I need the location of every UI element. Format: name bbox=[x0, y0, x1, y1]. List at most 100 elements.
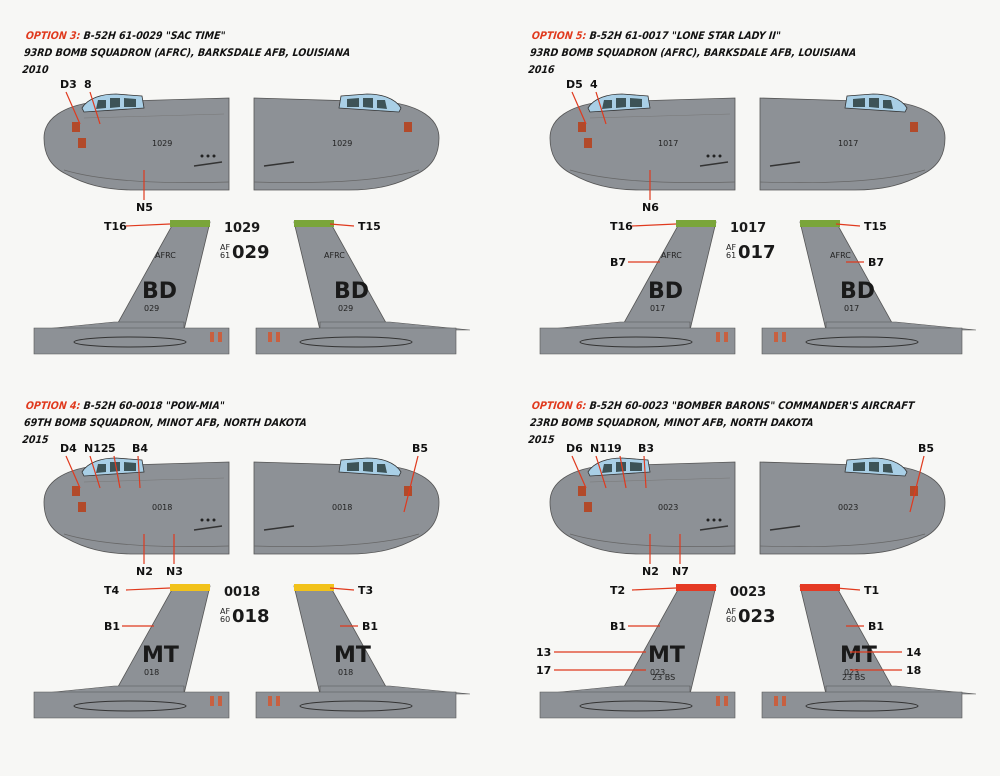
callout-label: B1 bbox=[362, 620, 378, 633]
tail-code: BD bbox=[840, 279, 875, 304]
serial-number: 023 bbox=[738, 606, 776, 627]
door-marking bbox=[404, 122, 412, 132]
tail-fin-body bbox=[293, 585, 391, 695]
callout-leader bbox=[125, 223, 171, 227]
nacelle-outline bbox=[579, 336, 693, 348]
nacelle-outline bbox=[73, 336, 187, 348]
door-marking bbox=[584, 502, 592, 512]
callout-label: T2 bbox=[610, 584, 625, 597]
panel-line bbox=[589, 477, 731, 483]
nose-number: 0023 bbox=[658, 503, 678, 512]
antenna bbox=[699, 161, 729, 167]
tail-cap-band bbox=[800, 220, 840, 227]
antenna bbox=[193, 161, 223, 167]
callout-label: T15 bbox=[358, 220, 381, 233]
strip-body bbox=[33, 691, 230, 719]
left-nose-profile: 1029 bbox=[43, 93, 230, 191]
fin-squadron: 23 BS bbox=[842, 673, 865, 682]
serial-number: 029 bbox=[232, 242, 270, 263]
callout-leader bbox=[571, 91, 587, 125]
nacelle-outline bbox=[805, 336, 919, 348]
panel-line bbox=[589, 113, 731, 119]
option-6-panel: OPTION 6: B-52H 60-0023 "BOMBER BARONS" … bbox=[528, 390, 1000, 770]
callout-label: N5 bbox=[136, 201, 153, 214]
lower-left-strip bbox=[33, 327, 230, 355]
strip-body bbox=[539, 327, 736, 355]
option-5-panel: OPTION 5: B-52H 61-0017 "LONE STAR LADY … bbox=[528, 0, 1000, 380]
serial-prefix: AF bbox=[726, 607, 736, 616]
tail-fin-body bbox=[113, 585, 211, 695]
callout-leader bbox=[835, 587, 861, 591]
panel-line bbox=[63, 169, 230, 184]
door-marking bbox=[78, 138, 86, 148]
callout-label: D3 bbox=[60, 78, 77, 91]
nacelle-outline bbox=[299, 336, 413, 348]
strip-body bbox=[539, 691, 736, 719]
option-3-panel: OPTION 3: B-52H 61-0029 "SAC TIME" 93RD … bbox=[22, 0, 514, 380]
right-nose-profile: 0023 bbox=[759, 457, 946, 555]
door-marking bbox=[72, 122, 80, 132]
nacelle-outline bbox=[299, 700, 413, 712]
nose-fuselage bbox=[253, 461, 440, 555]
vent bbox=[212, 518, 216, 522]
door-marking bbox=[72, 486, 80, 496]
fin-serial: 017 bbox=[844, 304, 859, 313]
tail-cap-band bbox=[800, 584, 840, 591]
panel-line bbox=[63, 533, 230, 548]
fin-serial: 023 bbox=[650, 668, 665, 677]
callout-label: B1 bbox=[104, 620, 120, 633]
red-marking bbox=[218, 332, 222, 342]
vent bbox=[718, 154, 722, 158]
canopy-frames bbox=[96, 98, 136, 109]
fin-serial: 018 bbox=[338, 668, 353, 677]
antenna bbox=[769, 161, 801, 167]
callout-label: T4 bbox=[104, 584, 120, 597]
antenna bbox=[263, 525, 295, 531]
callout-label: N7 bbox=[672, 565, 689, 578]
fin-unit-text: AFRC bbox=[155, 251, 176, 260]
callout-label: D6 bbox=[566, 442, 583, 455]
red-marking bbox=[716, 332, 720, 342]
panel-line bbox=[83, 477, 225, 483]
fin-serial: 018 bbox=[144, 668, 159, 677]
fin-serial: 029 bbox=[144, 304, 159, 313]
lower-left-strip bbox=[33, 691, 230, 719]
lower-right-strip bbox=[255, 691, 457, 719]
tail-number: 0018 bbox=[224, 585, 260, 600]
callout-label: B7 bbox=[610, 256, 626, 269]
nose-number: 0018 bbox=[332, 503, 352, 512]
strip-body bbox=[255, 691, 457, 719]
panel-line bbox=[569, 169, 736, 184]
callout-leader bbox=[631, 223, 677, 227]
tail-cap-band bbox=[170, 220, 210, 227]
door-marking bbox=[910, 122, 918, 132]
callout-label: D5 bbox=[566, 78, 583, 91]
left-nose-profile: 0023 bbox=[549, 457, 736, 555]
callout-label: T16 bbox=[610, 220, 633, 233]
strip-body bbox=[761, 327, 963, 355]
callout-label: T1 bbox=[864, 584, 879, 597]
callout-leader bbox=[571, 455, 587, 489]
tail-code: BD bbox=[334, 279, 369, 304]
panel-line bbox=[759, 533, 926, 548]
callout-leader bbox=[619, 455, 627, 489]
callout-label: B4 bbox=[132, 442, 148, 455]
callout-leader bbox=[125, 587, 171, 591]
vent bbox=[212, 154, 216, 158]
canopy-frames bbox=[347, 98, 387, 109]
tail-fin-body bbox=[619, 221, 717, 331]
callout-leader bbox=[137, 455, 141, 489]
serial-prefix: 61 bbox=[726, 251, 736, 260]
panel-line bbox=[83, 113, 225, 119]
serial-prefix: 60 bbox=[726, 615, 736, 624]
callout-label: 17 bbox=[536, 664, 551, 677]
tail-code: MT bbox=[142, 643, 179, 668]
nacelle-outline bbox=[73, 700, 187, 712]
tail-fin-body bbox=[293, 221, 391, 331]
callout-label: N2 bbox=[136, 565, 153, 578]
callout-leader bbox=[89, 91, 101, 125]
